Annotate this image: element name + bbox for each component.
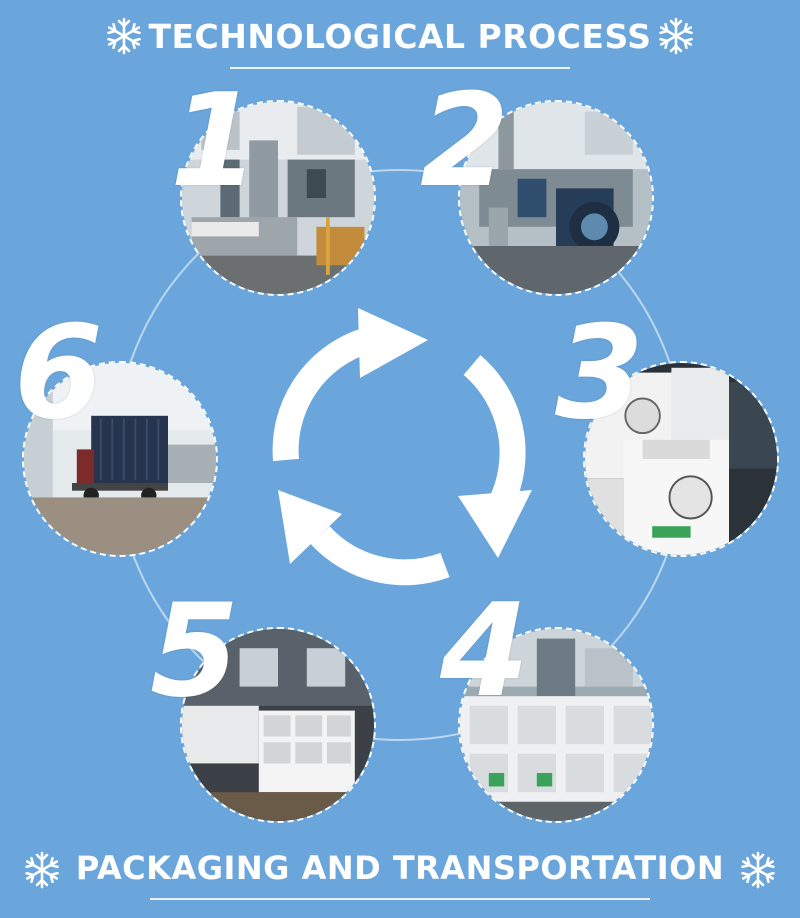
cycle-arrows-icon xyxy=(272,308,532,586)
snowflake-icon xyxy=(23,851,61,889)
snowflake-icon xyxy=(657,17,695,55)
title-underline xyxy=(230,67,570,69)
step-3-photo xyxy=(583,361,779,557)
step-number-4: 4 xyxy=(440,577,530,726)
snowflake-icon xyxy=(739,851,777,889)
snowflake-icon xyxy=(105,17,143,55)
step-number-6: 6 xyxy=(14,299,104,448)
step-number-3: 3 xyxy=(555,299,645,448)
step-4-photo xyxy=(458,627,654,823)
step-6-photo xyxy=(22,361,218,557)
footer-title: PACKAGING AND TRANSPORTATION xyxy=(75,849,725,887)
step-number-5: 5 xyxy=(150,577,240,726)
step-number-2: 2 xyxy=(420,67,510,216)
step-number-1: 1 xyxy=(170,67,260,216)
footer-underline xyxy=(150,898,650,900)
page-title: TECHNOLOGICAL PROCESS xyxy=(148,17,652,56)
